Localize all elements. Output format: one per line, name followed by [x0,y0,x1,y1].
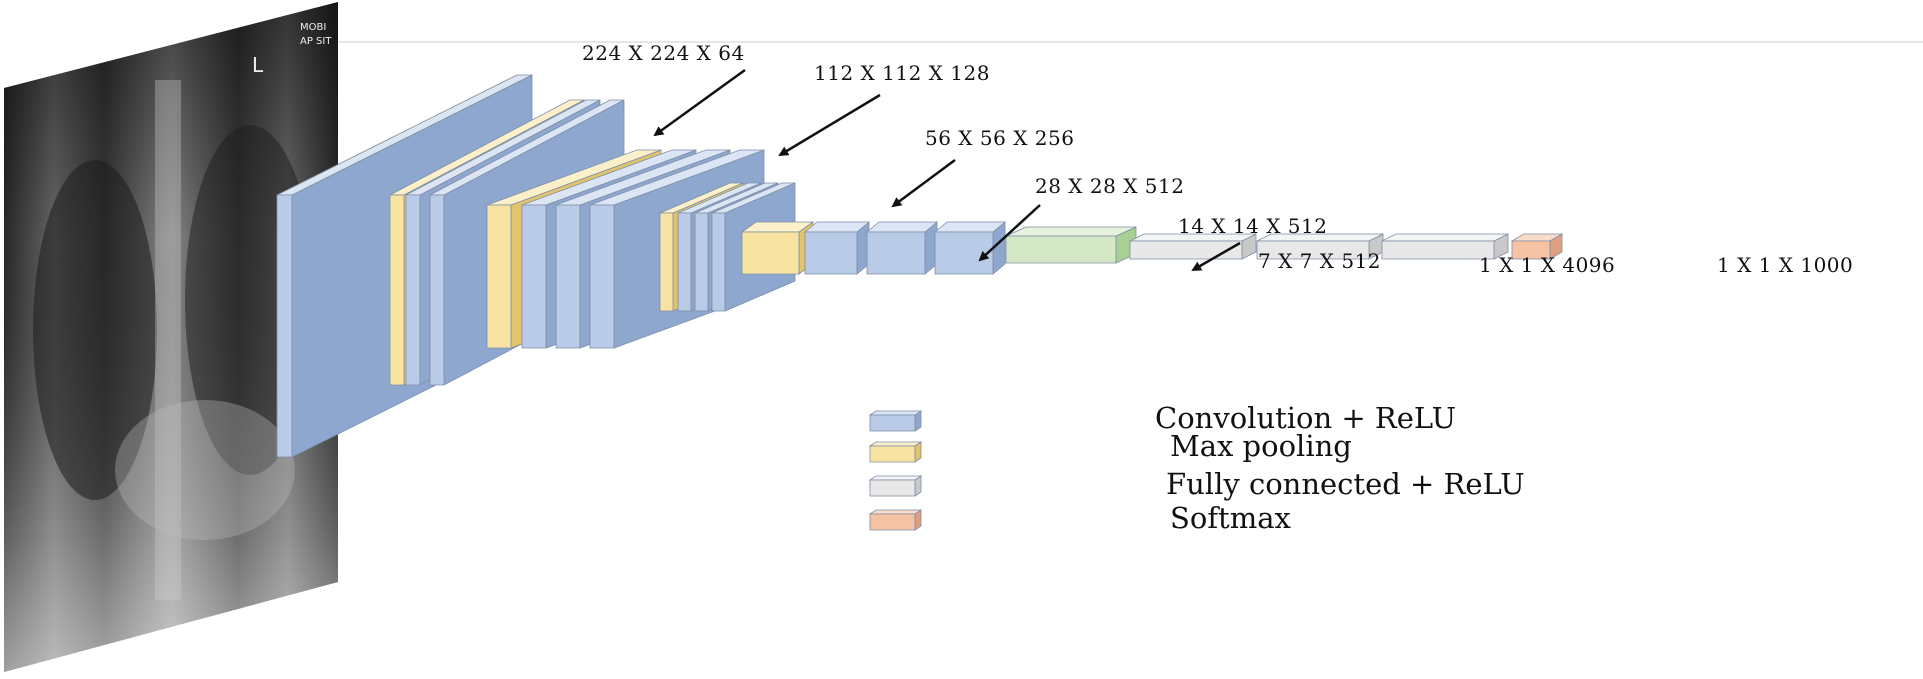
xray-corner-text-2: AP SIT [300,36,332,47]
dimension-arrows [653,68,1241,272]
dim-label-28: 28 X 28 X 512 [1035,174,1184,198]
arrow-224 [653,68,746,137]
legend-label-conv: Convolution + ReLU [1155,401,1456,435]
dim-label-4096: 1 X 1 X 4096 [1479,253,1615,277]
pool-block-5 [740,221,815,275]
legend-label-softmax: Softmax [1170,501,1291,535]
fc-block-1 [1129,233,1257,260]
dim-label-112: 112 X 112 X 128 [814,61,990,85]
dim-label-56: 56 X 56 X 256 [925,126,1074,150]
arrow-112 [778,93,881,157]
layer-blocks [276,74,1564,458]
arrow-28 [978,204,1041,262]
arrow-14 [1191,241,1241,272]
conv-block-5c [933,221,1007,275]
xray-corner-text-1: MOBI [300,22,326,33]
dim-label-7: 7 X 7 X 512 [1258,249,1381,273]
pool-block-7x7 [1005,226,1137,264]
dim-label-14: 14 X 14 X 512 [1178,214,1327,238]
legend-label-pool: Max pooling [1170,429,1352,463]
legend-swatch-softmax [868,509,923,531]
chest-xray-image: L MOBI AP SIT [4,2,338,672]
fc-block-2 [1256,233,1384,260]
legend-swatch-conv [868,410,923,432]
conv-block-5b [865,221,939,275]
legend: Convolution + ReLU Max pooling Fully con… [868,401,1525,535]
legend-swatch-pool [868,441,923,463]
legend-swatch-fc [868,475,923,497]
legend-label-fc: Fully connected + ReLU [1166,467,1525,501]
conv-block-5a [803,221,871,275]
arrow-56 [891,158,956,208]
softmax-block [1510,233,1564,260]
fc-block-3 [1381,233,1509,260]
xray-marker-letter: L [252,53,264,77]
dim-label-1000: 1 X 1 X 1000 [1717,253,1853,277]
dim-label-224: 224 X 224 X 64 [582,41,745,65]
